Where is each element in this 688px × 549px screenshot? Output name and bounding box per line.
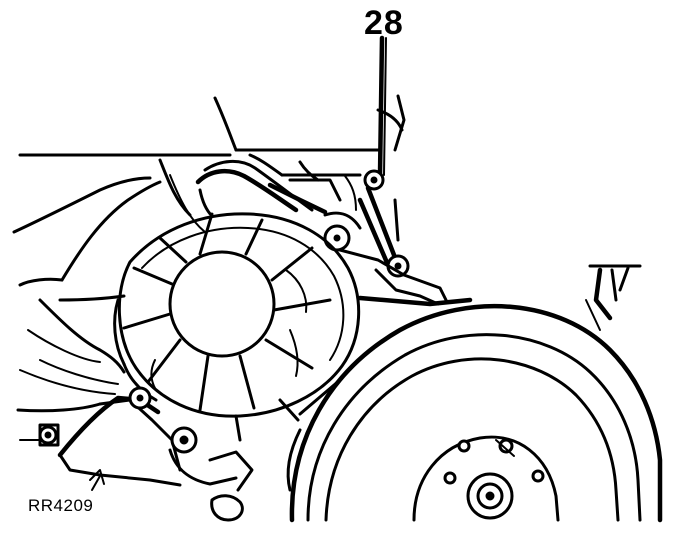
right-bracket [585,264,642,331]
figure-reference-code: RR4209 [28,496,94,515]
lower-mounting-bracket [19,359,254,522]
upper-bracket-and-hoses [195,160,362,252]
engine-block-outline [12,94,406,413]
drive-belt [286,295,473,492]
crankshaft-pulley [289,303,663,523]
alternator [113,212,361,442]
callout-number-28: 28 [364,4,404,42]
adjusting-link-28 [338,35,448,306]
alternator-front-disc [168,250,276,358]
